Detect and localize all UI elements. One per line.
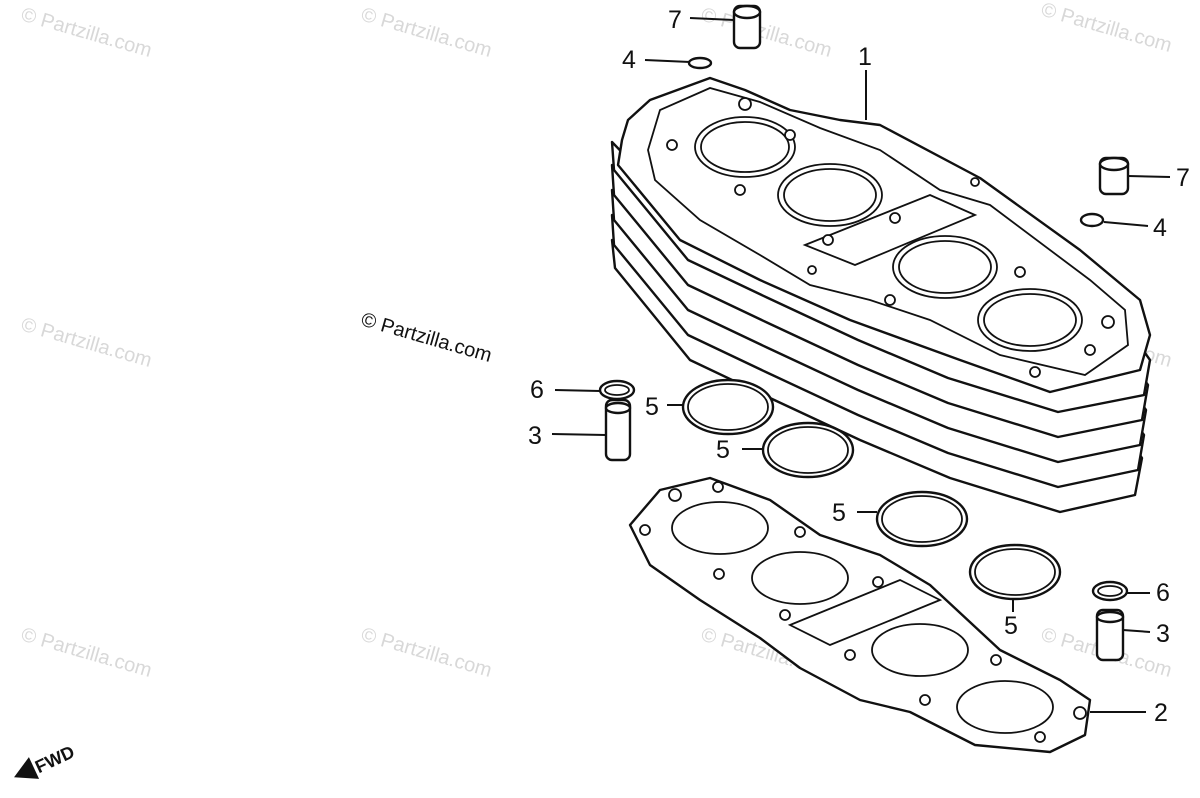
copyright-credit: © Partzilla.com [359, 309, 495, 367]
watermark: © Partzilla.com [359, 624, 495, 682]
callouts: 1 7 4 7 4 6 3 5 5 5 5 6 3 2 [528, 6, 1190, 727]
watermark: © Partzilla.com [1039, 0, 1175, 57]
watermark: © Partzilla.com [19, 314, 155, 372]
arrow-left-icon [14, 757, 40, 779]
watermark: © Partzilla.com [359, 4, 495, 62]
callout-5: 5 [645, 393, 659, 421]
cylinder-block [610, 76, 1152, 514]
watermark: © Partzilla.com [19, 4, 155, 62]
callout-5: 5 [716, 436, 730, 464]
small-o-rings [598, 56, 1129, 602]
forward-arrow: FWD [14, 742, 78, 779]
callout-5: 5 [1004, 612, 1018, 640]
callout-2: 2 [1154, 699, 1168, 727]
callout-3: 3 [528, 422, 542, 450]
callout-4: 4 [622, 46, 636, 74]
dowel-pins [604, 4, 1130, 662]
watermark: © Partzilla.com [19, 624, 155, 682]
callout-6: 6 [1156, 579, 1170, 607]
callout-4: 4 [1153, 214, 1167, 242]
o-rings [681, 378, 1062, 601]
callout-7: 7 [668, 6, 682, 34]
leader-lines [551, 17, 1171, 713]
callout-6: 6 [530, 376, 544, 404]
fwd-label: FWD [32, 742, 78, 777]
watermark: © Partzilla.com [699, 4, 835, 62]
callout-5: 5 [832, 499, 846, 527]
callout-3: 3 [1156, 620, 1170, 648]
callout-1: 1 [858, 43, 872, 71]
callout-7: 7 [1176, 164, 1190, 192]
base-gasket [628, 476, 1092, 754]
